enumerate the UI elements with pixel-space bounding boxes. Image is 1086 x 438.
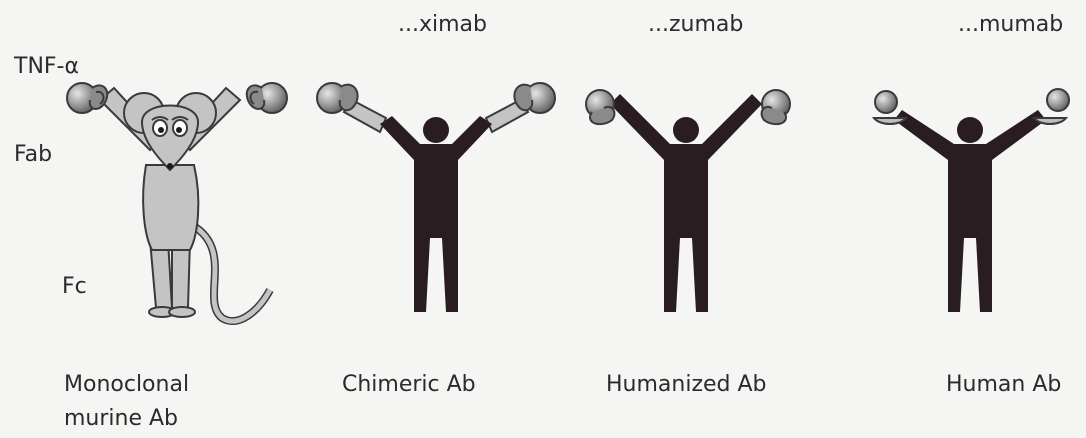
- fab-label: Fab: [14, 144, 52, 166]
- caption-humanized: Humanized Ab: [606, 368, 767, 402]
- caption-murine-line2: murine Ab: [64, 402, 189, 436]
- fc-label: Fc: [62, 276, 87, 298]
- chimeric-figure-icon: [317, 83, 555, 312]
- caption-human: Human Ab: [946, 368, 1061, 402]
- suffix-human: ...mumab: [958, 14, 1063, 36]
- suffix-chimeric: ...ximab: [398, 14, 487, 36]
- suffix-humanized: ...zumab: [648, 14, 743, 36]
- antigen-label: TNF-α: [14, 56, 79, 78]
- caption-murine-line1: Monoclonal: [64, 368, 189, 402]
- mouse-figure-icon: [100, 88, 270, 321]
- caption-murine: Monoclonal murine Ab: [64, 368, 189, 436]
- human-figure-icon: [874, 89, 1069, 312]
- humanized-figure-icon: [586, 90, 790, 312]
- caption-chimeric: Chimeric Ab: [342, 368, 476, 402]
